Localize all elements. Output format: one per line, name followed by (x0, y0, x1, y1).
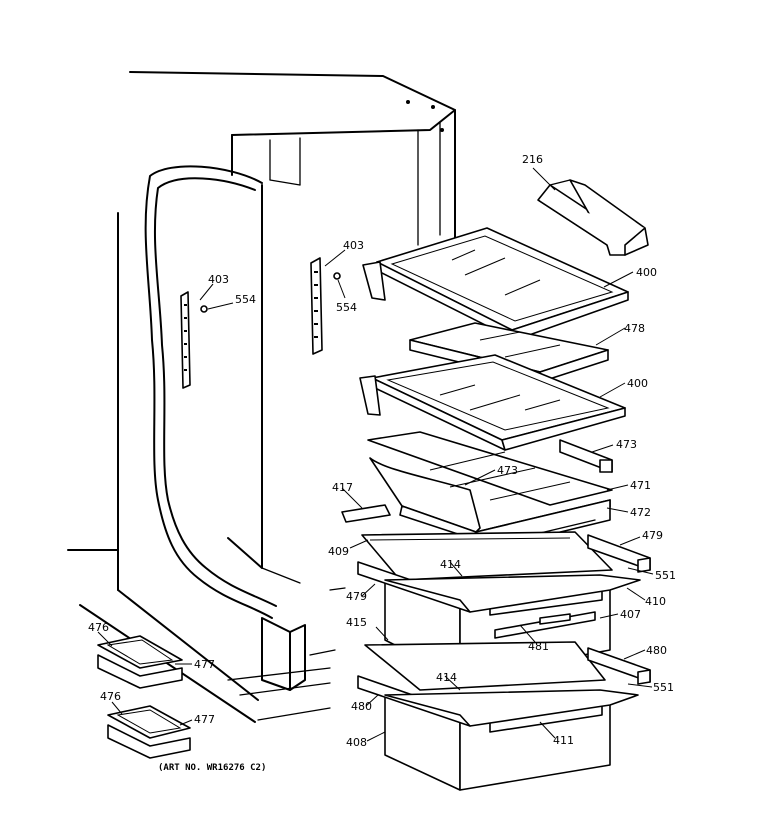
leader-lines (97, 167, 654, 742)
crisper-pan-408 (357, 641, 639, 791)
label-409: 409 (328, 545, 349, 558)
label-473-center: 473 (497, 464, 518, 477)
dairy-bin-lower (107, 705, 191, 759)
rail-417 (341, 504, 391, 523)
label-476-lower: 476 (100, 690, 121, 703)
label-477-lower: 477 (194, 713, 215, 726)
label-551-lower: 551 (653, 681, 674, 694)
shelf-400-top (362, 227, 629, 341)
rail-480-right (587, 647, 651, 685)
label-410: 410 (645, 595, 666, 608)
label-415: 415 (346, 616, 367, 629)
label-480-right: 480 (646, 644, 667, 657)
crisper-pan-407 (357, 531, 641, 679)
label-471: 471 (630, 479, 651, 492)
label-479-right: 479 (642, 529, 663, 542)
label-400-top: 400 (636, 266, 657, 279)
crisper-cover-471 (367, 431, 613, 553)
label-472: 472 (630, 506, 651, 519)
label-551-upper: 551 (655, 569, 676, 582)
label-216: 216 (522, 153, 543, 166)
label-476-upper: 476 (88, 621, 109, 634)
shelf-rail-right (310, 257, 341, 355)
label-414-lower: 414 (436, 671, 457, 684)
label-403-left: 403 (208, 273, 229, 286)
door-bin-216 (537, 179, 649, 256)
art-number: (ART NO. WR16276 C2) (158, 763, 266, 773)
rail-479-right (587, 534, 651, 573)
label-479-left: 479 (346, 590, 367, 603)
label-408: 408 (346, 736, 367, 749)
shelf-rail-left (180, 291, 208, 389)
label-480-left: 480 (351, 700, 372, 713)
dairy-bin-upper (97, 635, 183, 689)
label-411: 411 (553, 734, 574, 747)
label-481: 481 (528, 640, 549, 653)
label-407: 407 (620, 608, 641, 621)
label-403-right: 403 (343, 239, 364, 252)
label-477-upper: 477 (194, 658, 215, 671)
part-labels: 216 400 478 400 473 473 471 472 479 551 … (88, 153, 676, 749)
label-473-right: 473 (616, 438, 637, 451)
label-400-second: 400 (627, 377, 648, 390)
label-554-right: 554 (336, 301, 357, 314)
label-478: 478 (624, 322, 645, 335)
shelf-400-second (359, 354, 626, 451)
label-417: 417 (332, 481, 353, 494)
label-414-upper: 414 (440, 558, 461, 571)
rail-473-right (559, 439, 613, 473)
label-554-left: 554 (235, 293, 256, 306)
